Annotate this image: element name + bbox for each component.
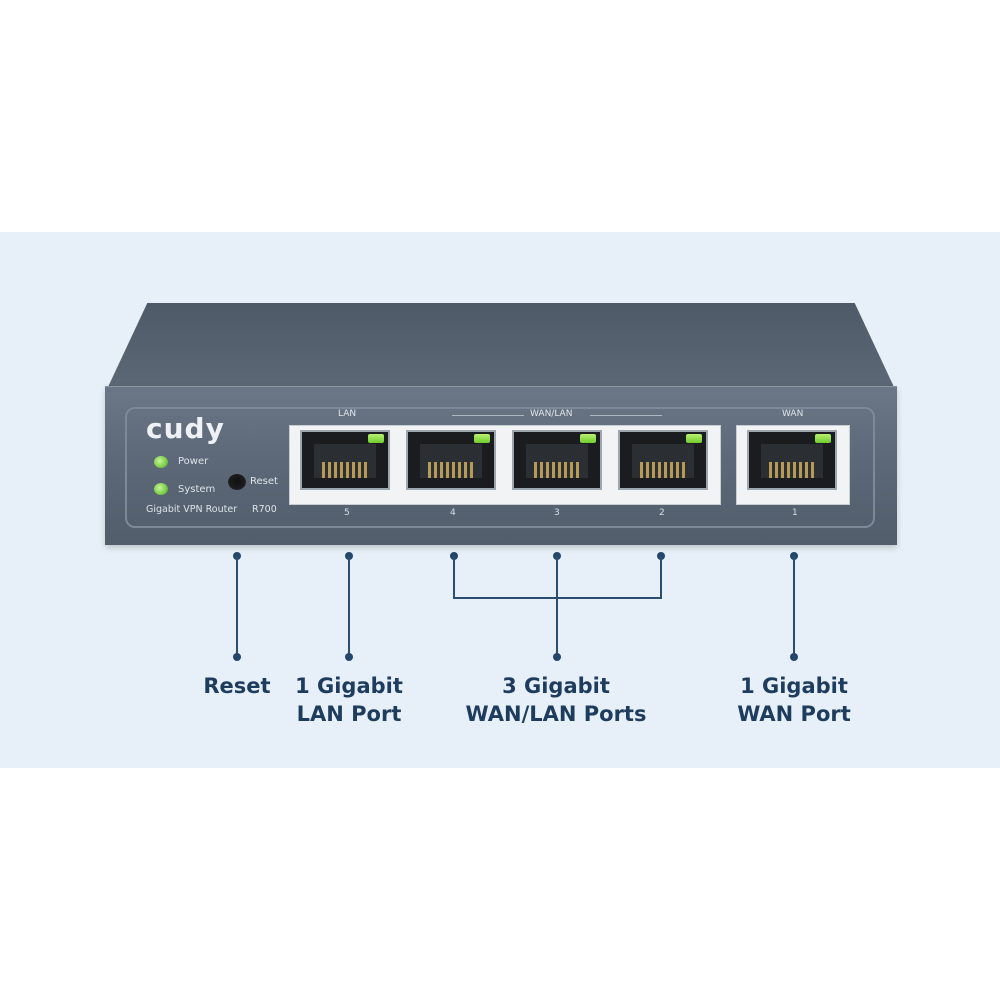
port-number-4: 4 xyxy=(450,508,456,518)
port-pins-icon xyxy=(428,462,476,478)
port-led-icon xyxy=(368,434,384,443)
lan-callout-line2: LAN Port xyxy=(296,702,402,726)
lan-callout-line xyxy=(348,556,350,656)
power-led-label: Power xyxy=(178,456,209,467)
router-top-surface xyxy=(108,303,894,387)
ethernet-port-1[interactable] xyxy=(747,430,837,490)
wan-callout-line1: 1 Gigabit xyxy=(740,674,848,698)
port-pins-icon xyxy=(534,462,582,478)
wan-group-label: WAN xyxy=(782,409,804,419)
wanlan-callout-end-dot xyxy=(553,653,561,661)
reset-button[interactable] xyxy=(228,474,246,490)
ethernet-port-4[interactable] xyxy=(406,430,496,490)
port-number-2: 2 xyxy=(659,508,665,518)
ethernet-port-3[interactable] xyxy=(512,430,602,490)
port-led-icon xyxy=(474,434,490,443)
wanlan-callout-line-2 xyxy=(660,556,662,598)
ethernet-port-5[interactable] xyxy=(300,430,390,490)
port-led-icon xyxy=(686,434,702,443)
front-panel-bezel xyxy=(125,407,875,528)
port-pins-icon xyxy=(640,462,688,478)
lan-callout-end-dot xyxy=(345,653,353,661)
lan-callout-text: 1 Gigabit LAN Port xyxy=(288,672,410,728)
lan-callout-line1: 1 Gigabit xyxy=(295,674,403,698)
port-number-3: 3 xyxy=(554,508,560,518)
wan-callout-text: 1 Gigabit WAN Port xyxy=(730,672,858,728)
wanlan-bracket-right xyxy=(590,415,662,416)
reset-callout-text: Reset xyxy=(203,674,271,698)
reset-callout-line xyxy=(236,556,238,656)
system-led-label: System xyxy=(178,484,216,495)
port-led-icon xyxy=(815,434,831,443)
wanlan-callout-line-3 xyxy=(556,556,558,656)
port-pins-icon xyxy=(322,462,370,478)
wan-callout-line2: WAN Port xyxy=(737,702,851,726)
wanlan-bracket-left xyxy=(452,415,524,416)
ethernet-port-2[interactable] xyxy=(618,430,708,490)
wanlan-callout-bracket xyxy=(453,597,662,599)
brand-logo: cudy xyxy=(146,412,225,445)
port-number-5: 5 xyxy=(344,508,350,518)
wanlan-callout-line2: WAN/LAN Ports xyxy=(465,702,647,726)
lan-group-label: LAN xyxy=(338,409,357,419)
port-pins-icon xyxy=(769,462,817,478)
reset-label: Reset xyxy=(250,476,278,487)
system-led-icon xyxy=(154,483,168,495)
model-line-label: Gigabit VPN Router xyxy=(146,504,238,515)
port-led-icon xyxy=(580,434,596,443)
wanlan-group-label: WAN/LAN xyxy=(530,409,573,419)
wanlan-callout-text: 3 Gigabit WAN/LAN Ports xyxy=(456,672,656,728)
power-led-icon xyxy=(154,456,168,468)
reset-callout-end-dot xyxy=(233,653,241,661)
wanlan-callout-line1: 3 Gigabit xyxy=(502,674,610,698)
model-number: R700 xyxy=(252,504,277,515)
port-number-1: 1 xyxy=(792,508,798,518)
wan-callout-end-dot xyxy=(790,653,798,661)
wan-callout-line xyxy=(793,556,795,656)
wanlan-callout-line-4 xyxy=(453,556,455,598)
